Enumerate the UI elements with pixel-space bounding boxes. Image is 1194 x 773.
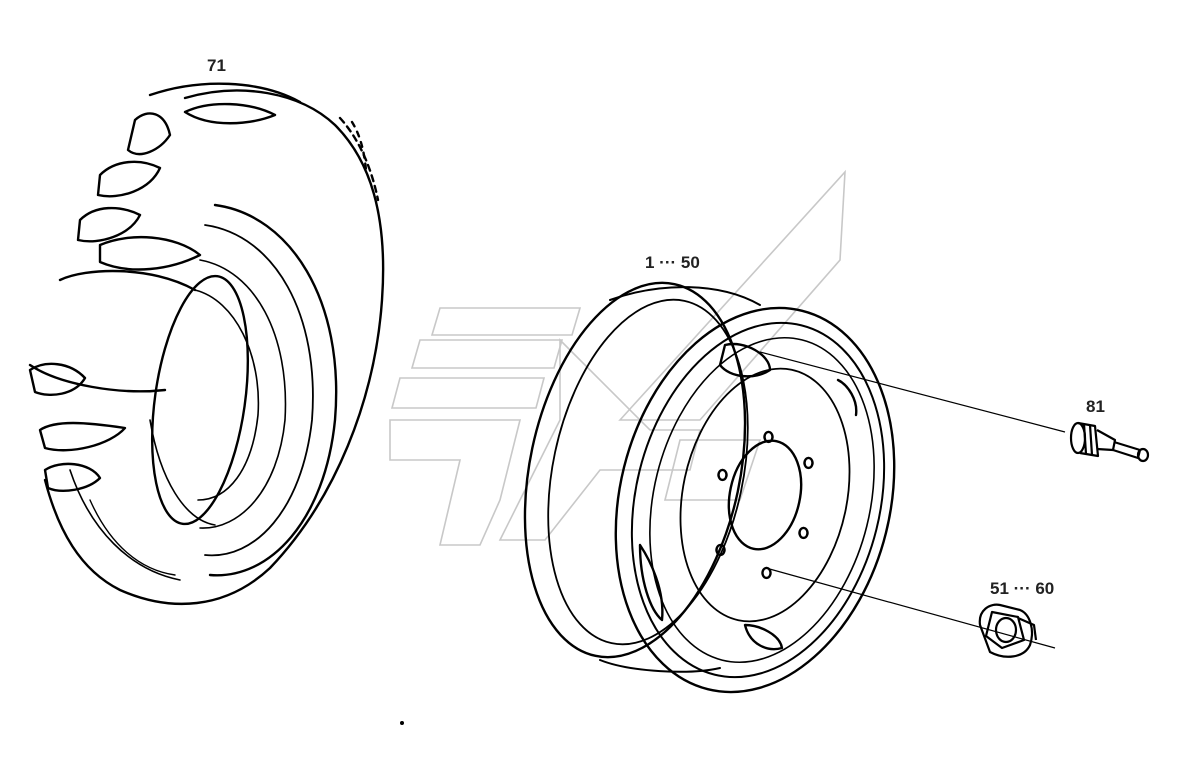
wheel-rim-icon: [523, 281, 896, 694]
callout-nut: 51 ··· 60: [990, 579, 1055, 598]
watermark-logo: [389, 169, 846, 546]
leader-lines: [759, 351, 1066, 649]
callout-rim: 1 ··· 50: [645, 253, 700, 272]
tire-valve-icon: [1069, 421, 1150, 463]
stray-dot: [400, 721, 404, 725]
callout-valve: 81: [1086, 397, 1105, 416]
nut-leader-line: [765, 567, 1056, 649]
tractor-tire-icon: [28, 82, 385, 606]
wheel-nut-icon: [978, 603, 1038, 658]
valve-leader-line: [759, 351, 1066, 433]
callout-tire: 71: [207, 56, 226, 75]
